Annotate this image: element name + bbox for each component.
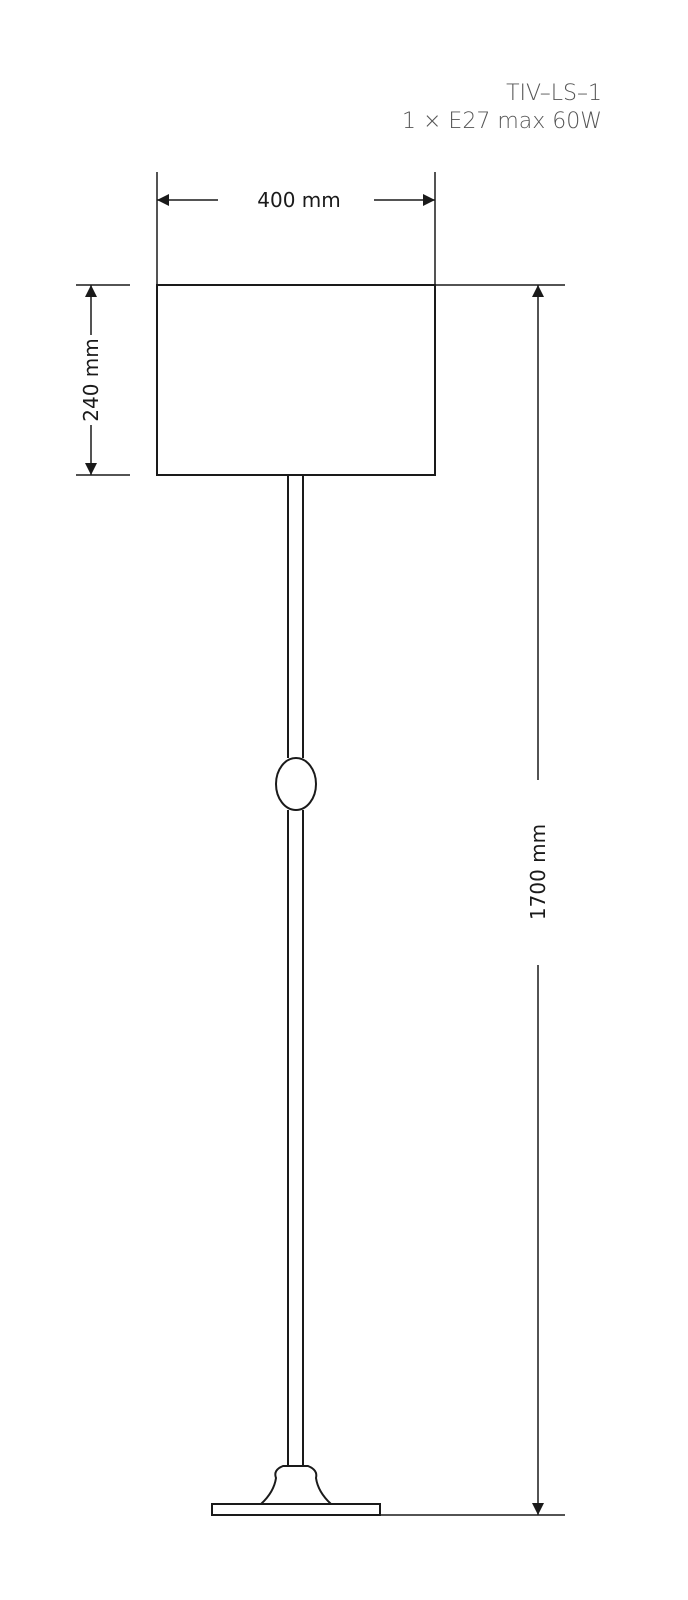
lamp-base-plate (211, 1503, 381, 1516)
product-spec: TIV–LS–1 1 × E27 max 60W (402, 80, 602, 136)
lamp-knob (275, 757, 317, 811)
bulb-spec: 1 × E27 max 60W (402, 109, 602, 134)
shade-height-dimension: 240 mm (76, 284, 130, 476)
lamp-stem-upper (287, 475, 304, 758)
shade-height-label: 240 mm (79, 338, 103, 422)
width-dimension: 400 mm (156, 172, 436, 285)
model-number: TIV–LS–1 (506, 81, 602, 106)
lamp-shade (156, 284, 436, 476)
total-height-dimension: 1700 mm (380, 284, 565, 1516)
width-label: 400 mm (257, 188, 341, 212)
lamp-base-neck (258, 1465, 334, 1505)
total-height-label: 1700 mm (526, 824, 550, 920)
lamp-stem-lower (287, 810, 304, 1466)
